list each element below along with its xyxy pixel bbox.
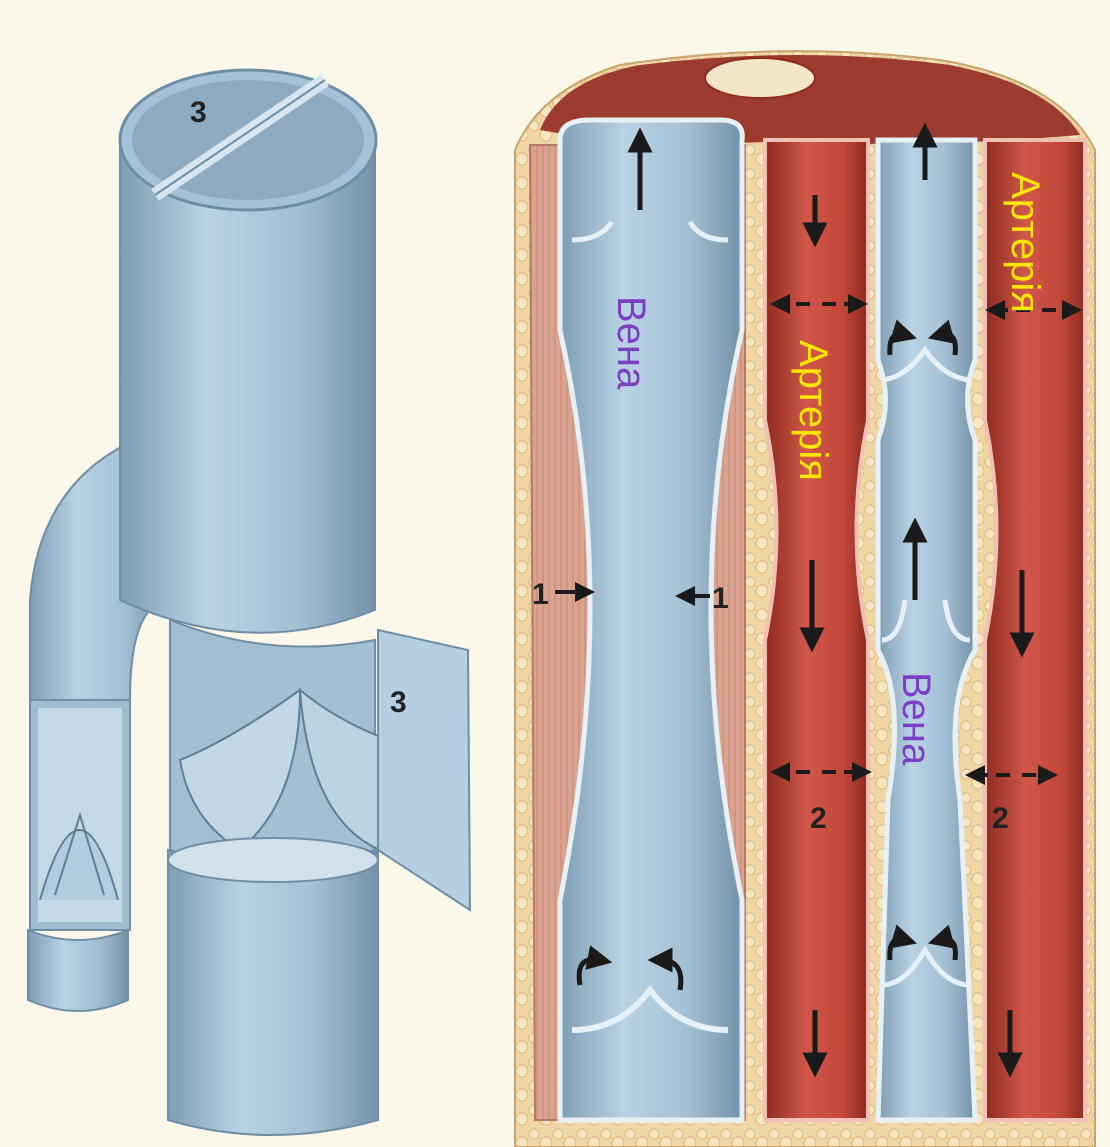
vein-small — [878, 140, 975, 1120]
artery-label-middle: Артерія — [791, 340, 835, 481]
main-vein-lower — [168, 850, 378, 1135]
valve-label-flap: 3 — [390, 686, 407, 719]
artery-label-right: Артерія — [1003, 172, 1047, 313]
vein-label-large: Вена — [609, 296, 653, 390]
muscle-label-left: 1 — [532, 578, 549, 611]
artery-left — [765, 140, 868, 1120]
tissue-section: 1 1 2 2 Вена Артерія Артерія Вена — [515, 51, 1095, 1147]
left-vein-illustration: 3 3 — [28, 70, 470, 1135]
pulse-label-left: 2 — [810, 802, 827, 835]
top-vessel-section — [705, 58, 815, 98]
main-vein-upper — [120, 140, 375, 633]
vein-wall-flap — [378, 630, 470, 910]
muscle-label-right: 1 — [712, 582, 729, 615]
vein-label-small: Вена — [894, 672, 938, 766]
branch-vein-bottom — [28, 930, 128, 1011]
valve-label-top: 3 — [190, 96, 207, 129]
pulse-label-right: 2 — [992, 802, 1009, 835]
